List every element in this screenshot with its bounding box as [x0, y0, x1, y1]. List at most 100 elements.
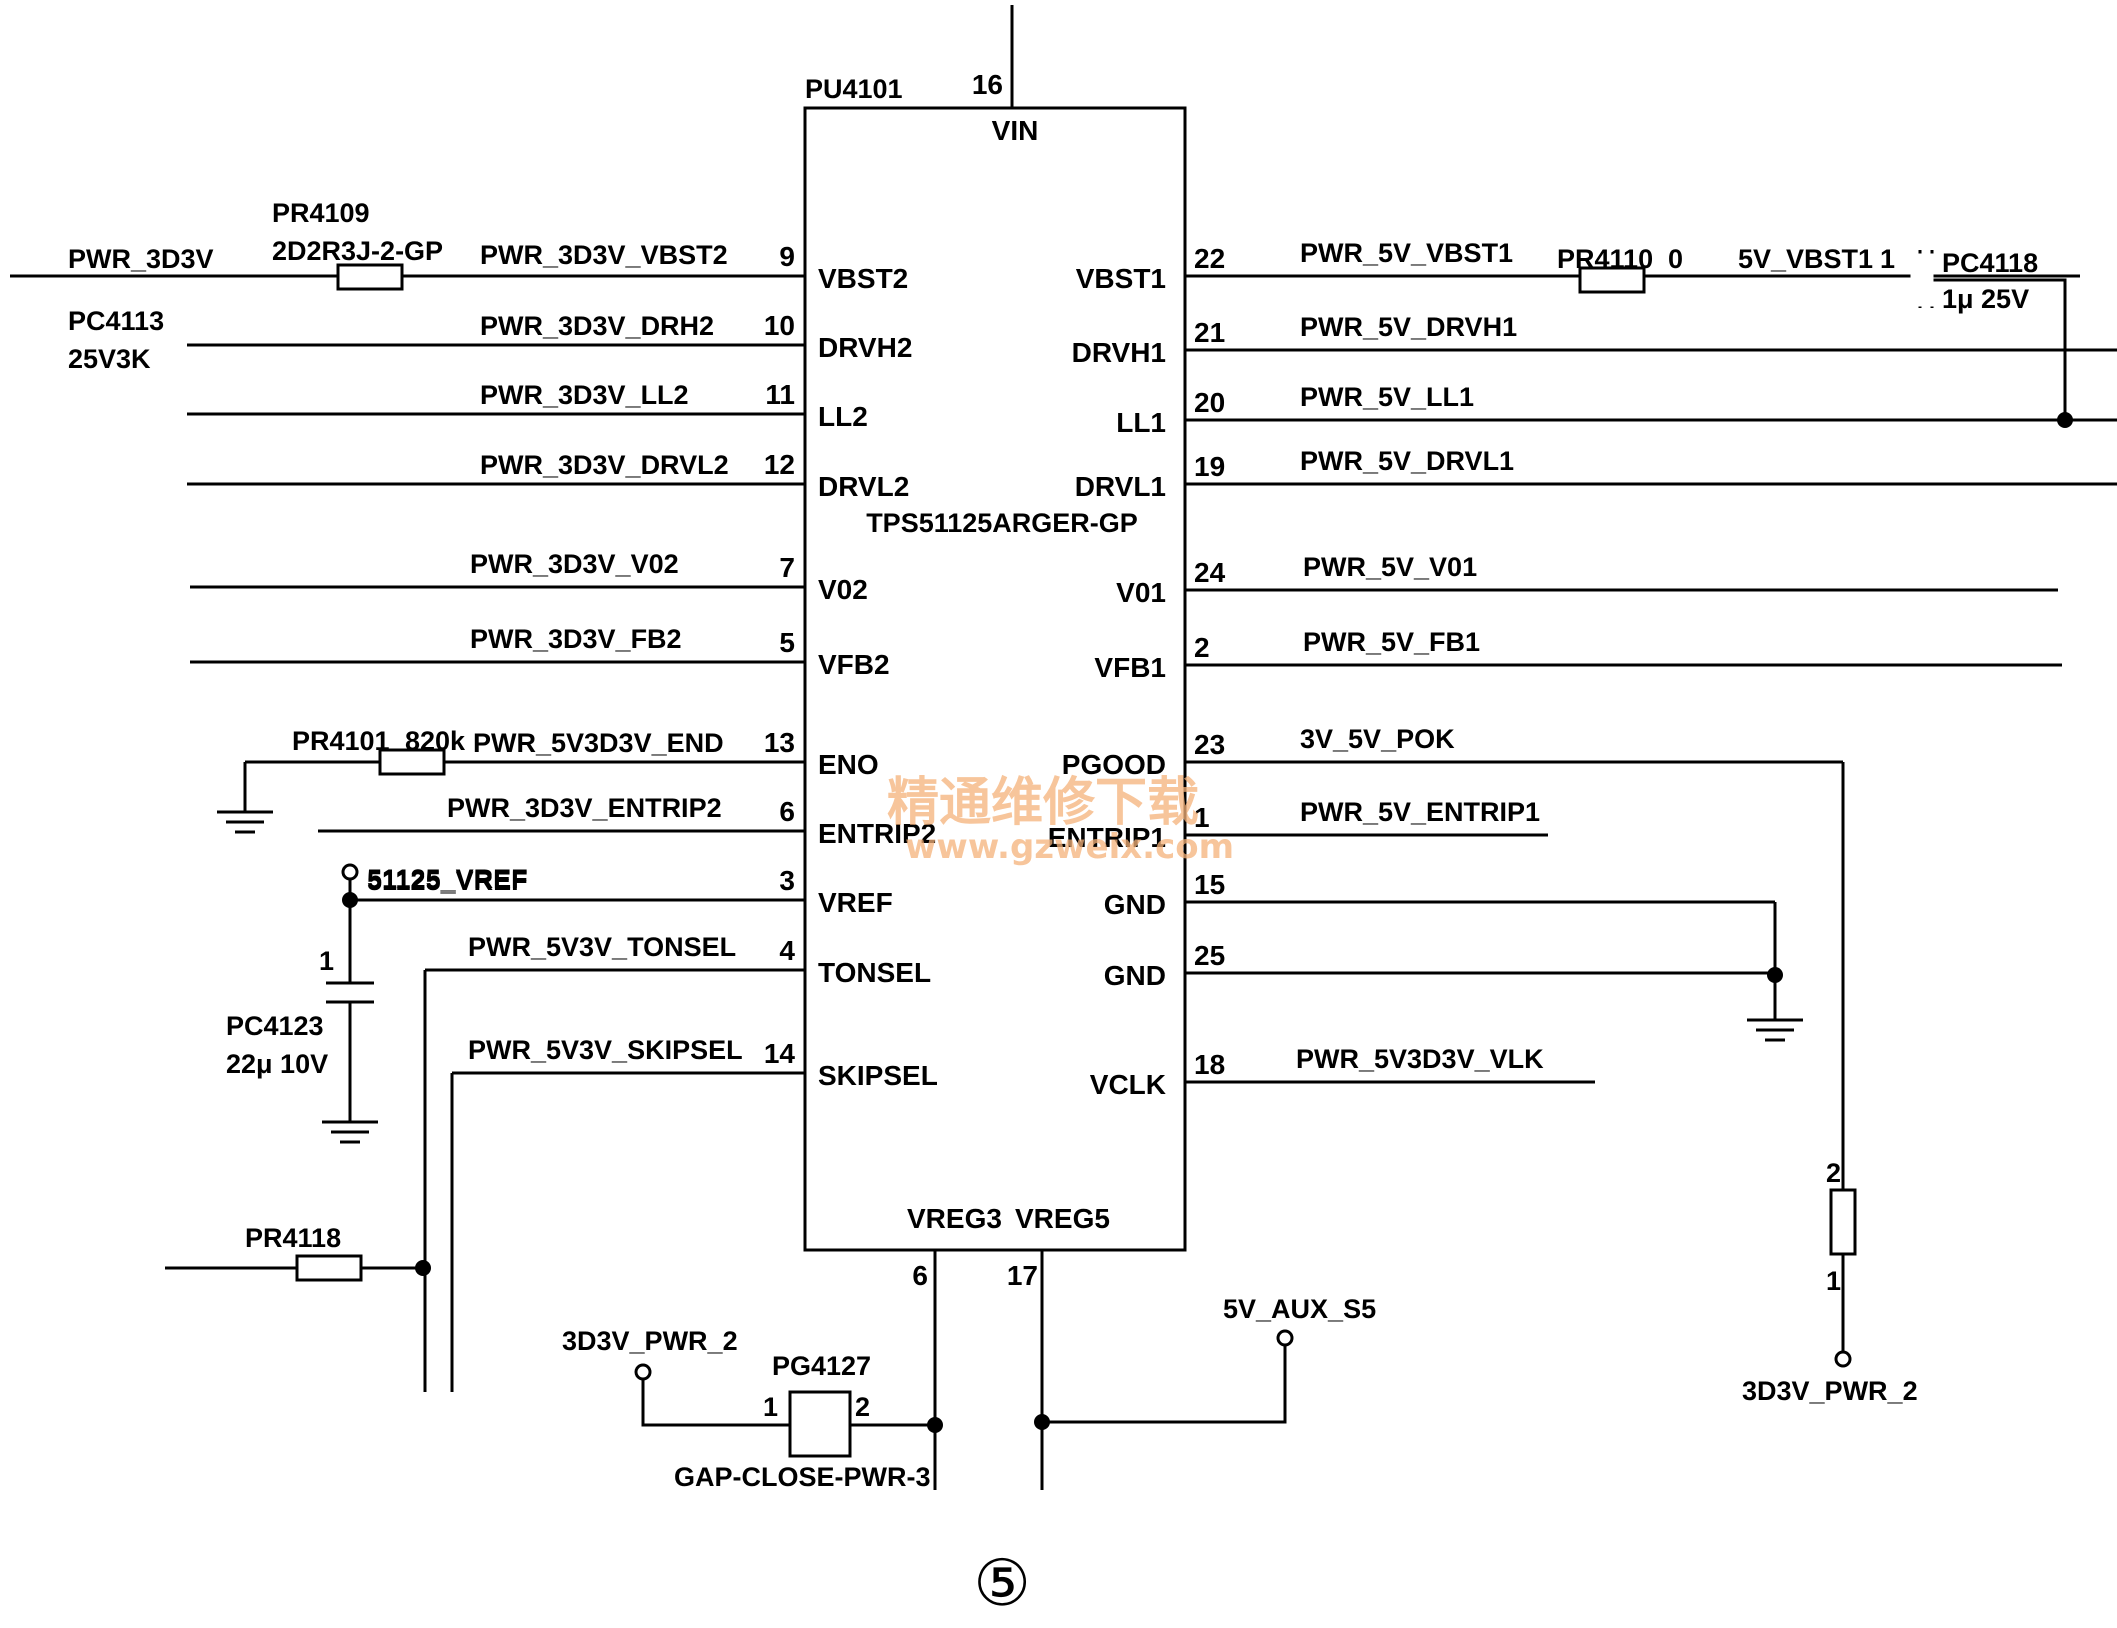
right-net-label: 3V_5V_POK — [1300, 724, 1455, 754]
right-pin-number: 25 — [1194, 940, 1225, 971]
right-net-label: PWR_5V_ENTRIP1 — [1300, 797, 1540, 827]
right-pin-name: GND — [1104, 889, 1166, 920]
pg4127-value: GAP-CLOSE-PWR-3 — [674, 1462, 931, 1492]
left-pin-name: VREF — [818, 887, 893, 918]
right-pin-name: V01 — [1116, 577, 1166, 608]
net-label-3d3v-pwr-2-right: 3D3V_PWR_2 — [1742, 1376, 1918, 1406]
pc4113-value: 25V3K — [68, 344, 151, 374]
right-net-label: PWR_5V_LL1 — [1300, 382, 1474, 412]
pr4101-refdes: PR4101 — [292, 726, 390, 756]
left-net-label: PWR_3D3V_DRVL2 — [480, 450, 729, 480]
right-pin-number: 21 — [1194, 317, 1225, 348]
left-pin-number: 12 — [764, 449, 795, 480]
left-net-label: 51125_VREF — [367, 864, 528, 894]
pc4113-refdes: PC4113 — [68, 306, 164, 336]
right-net-label: PWR_5V_DRVL1 — [1300, 446, 1514, 476]
watermark-url: www.gzweix.com — [905, 827, 1234, 867]
left-net-label: PWR_3D3V_VBST2 — [480, 240, 728, 270]
right-pin-number: 19 — [1194, 451, 1225, 482]
right-pin-name: VCLK — [1090, 1069, 1166, 1100]
junction-gnd — [1767, 967, 1783, 983]
left-pin-number: 13 — [764, 727, 795, 758]
right-net-label: PWR_5V_V01 — [1303, 552, 1477, 582]
pc4118-pin-number: 1 — [1880, 244, 1895, 274]
resistor-pr4110 — [1578, 266, 1646, 294]
junction-vref — [342, 892, 358, 908]
left-pin-name: VFB2 — [818, 649, 890, 680]
right-pin-name: DRVL1 — [1075, 471, 1166, 502]
vin-pin-name: VIN — [992, 115, 1039, 146]
left-pin-name: DRVH2 — [818, 332, 912, 363]
pg4127-pin2-number: 2 — [855, 1392, 870, 1422]
pr4118-refdes: PR4118 — [245, 1223, 341, 1253]
jumper-pg4127 — [788, 1390, 852, 1458]
pr4110-refdes: PR4110 — [1557, 244, 1653, 274]
left-pin-name: DRVL2 — [818, 471, 909, 502]
right-pin-number: 15 — [1194, 869, 1225, 900]
right-pin-number: 2 — [1194, 632, 1210, 663]
left-pin-number: 9 — [779, 241, 795, 272]
left-pin-name: V02 — [818, 574, 868, 605]
ground-pc4123 — [322, 1110, 378, 1144]
right-pin-name: VBST1 — [1076, 263, 1166, 294]
vreg5-pin-name: VREG5 — [1015, 1203, 1110, 1234]
resistor-pgood-pullup — [1829, 1188, 1857, 1256]
right-pin-number: 1 — [1194, 802, 1210, 833]
left-pin-name: TONSEL — [818, 957, 931, 988]
left-net-label: PWR_3D3V_LL2 — [480, 380, 689, 410]
pc4123-refdes: PC4123 — [226, 1011, 324, 1041]
left-pin-number: 7 — [779, 552, 795, 583]
pullup-pin2-number: 2 — [1826, 1158, 1841, 1188]
left-net-label: PWR_3D3V_ENTRIP2 — [447, 793, 722, 823]
figure-number-mark: ⑤ — [973, 1547, 1030, 1619]
terminal-51125-vref — [341, 863, 359, 881]
left-net-label: PWR_3D3V_V02 — [470, 549, 679, 579]
left-pin-name: ENO — [818, 749, 879, 780]
left-pin-number: 6 — [779, 796, 795, 827]
left-net-label: PWR_5V3V_TONSEL — [468, 932, 736, 962]
pc4123-pin-number: 1 — [319, 946, 334, 976]
left-pin-name: LL2 — [818, 401, 868, 432]
left-net-label: PWR_5V3D3V_END — [473, 728, 724, 758]
left-net-label: PWR_5V3V_SKIPSEL — [468, 1035, 743, 1065]
ic-refdes: PU4101 — [805, 74, 903, 104]
vin-pin-number: 16 — [972, 69, 1003, 100]
right-pin-number: 22 — [1194, 243, 1225, 274]
resistor-pr4109 — [336, 263, 404, 291]
junction-vreg3 — [927, 1417, 943, 1433]
left-pin-number: 14 — [764, 1038, 796, 1069]
right-net-label: PWR_5V3D3V_VLK — [1296, 1044, 1544, 1074]
junction-ll1 — [2057, 412, 2073, 428]
right-pin-name: VFB1 — [1094, 652, 1166, 683]
left-pin-number: 10 — [764, 310, 795, 341]
pullup-pin1-number: 1 — [1826, 1266, 1841, 1296]
net-label-pwr-3d3v: PWR_3D3V — [68, 244, 214, 274]
right-pin-number: 23 — [1194, 729, 1225, 760]
net-label-51125-vref-top: 51125_VREF — [367, 866, 528, 896]
vreg5-pin-number: 17 — [1007, 1260, 1038, 1291]
junction-pr4118 — [415, 1260, 431, 1276]
left-net-label: PWR_3D3V_FB2 — [470, 624, 682, 654]
right-pin-name: PGOOD — [1062, 749, 1166, 780]
vreg3-pin-name: VREG3 — [907, 1203, 1002, 1234]
right-pin-name: LL1 — [1116, 407, 1166, 438]
ground-chip — [1747, 1008, 1803, 1042]
pg4127-refdes: PG4127 — [772, 1351, 871, 1381]
ground-pr4101 — [217, 800, 273, 834]
pc4118-refdes: PC4118 — [1942, 248, 2038, 278]
net-label-5v-vbst1: 5V_VBST1 — [1738, 244, 1873, 274]
aux-s5-wire — [1042, 1345, 1287, 1424]
vreg3-pin-number: 6 — [912, 1260, 928, 1291]
pc4118-gap — [1910, 253, 1934, 307]
pg4127-pin1-number: 1 — [763, 1392, 778, 1422]
left-pin-name: VBST2 — [818, 263, 908, 294]
left-net-label: PWR_3D3V_DRH2 — [480, 311, 714, 341]
right-pin-number: 20 — [1194, 387, 1225, 418]
right-net-label: PWR_5V_DRVH1 — [1300, 312, 1517, 342]
left-pin-number: 4 — [779, 935, 795, 966]
right-pin-name: DRVH1 — [1072, 337, 1166, 368]
watermark-chinese: 精通维修下载 — [887, 773, 1199, 833]
terminal-5v-aux-s5 — [1276, 1329, 1294, 1347]
pc4118-to-ll1-wire — [1932, 278, 2067, 420]
